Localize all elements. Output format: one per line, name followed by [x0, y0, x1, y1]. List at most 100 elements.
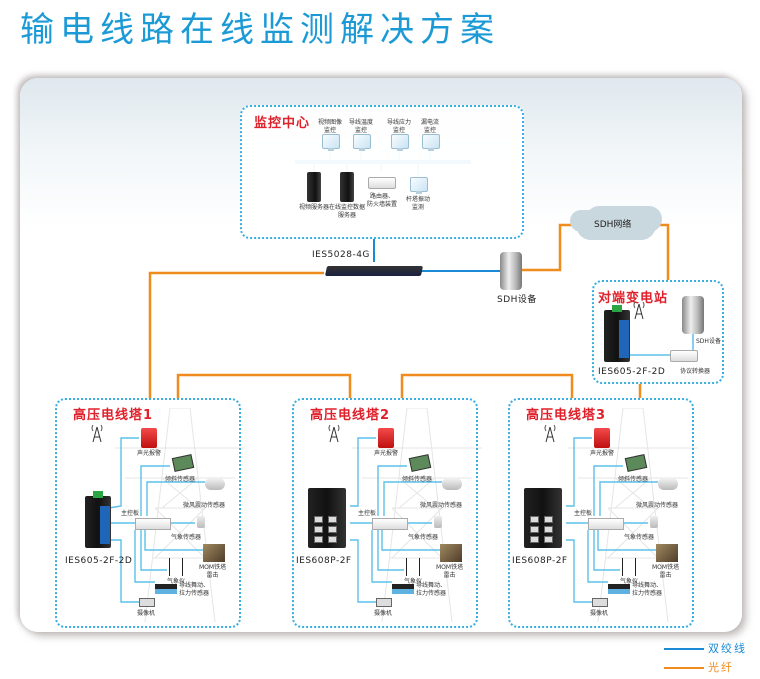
device-label: 视频服务器	[298, 204, 329, 211]
breeze-vibration-label: 微风震动传感器	[183, 502, 226, 509]
gallop-tension-sensor-icon	[155, 584, 177, 594]
alarm-label: 声光报警	[137, 450, 162, 457]
monitor-icon	[322, 134, 340, 151]
alarm-label: 声光报警	[374, 450, 399, 457]
alarm-icon	[594, 428, 610, 448]
camera-label: 摄像机	[374, 610, 393, 617]
camera-icon	[376, 598, 392, 607]
gallop-tension-sensor-icon	[608, 584, 630, 594]
gallop-tension-sensor-icon	[392, 584, 414, 594]
breeze-vibration-label: 微风震动传感器	[636, 502, 679, 509]
sdh-network-label: SDH网络	[594, 220, 632, 230]
weather-station-label: 气象仪	[167, 578, 186, 585]
tilt-sensor-label: 倾斜传感器	[402, 476, 433, 483]
tower-switch-icon	[308, 488, 346, 548]
terminal-label: 导线应力监控	[387, 119, 412, 134]
weather-station-icon	[169, 558, 183, 576]
weather-station-label: 气象仪	[404, 578, 423, 585]
weather-station-icon	[406, 558, 420, 576]
main-board-icon	[372, 518, 408, 530]
terminal-label: 漏电流监控	[420, 119, 439, 134]
alarm-label: 声光报警	[590, 450, 615, 457]
lightning-label: MOM铁塔雷击	[436, 564, 464, 579]
page-title: 输电线路在线监测解决方案	[20, 10, 500, 50]
tower-switch-model: IES608P-2F	[296, 556, 352, 566]
camera-label: 摄像机	[137, 610, 156, 617]
tower-links	[108, 437, 205, 603]
antenna-icon	[633, 301, 645, 320]
weather-sensor-icon	[434, 516, 442, 528]
weather-sensor-icon	[197, 516, 205, 528]
gallop-tension-label: 导线舞动、拉力传感器	[179, 582, 210, 597]
sdh-device-icon[interactable]	[500, 252, 522, 290]
substation-sdh-label: SDH设备	[696, 338, 721, 345]
fiber-core-to-tower1	[148, 271, 324, 398]
terminal-label: 导线温度监控	[349, 119, 374, 134]
alarm-icon	[378, 428, 394, 448]
gallop-tension-label: 导线舞动、拉力传感器	[416, 582, 447, 597]
router-icon	[368, 177, 396, 189]
tower-links	[350, 437, 442, 603]
lightning-label: MOM铁塔雷击	[199, 564, 227, 579]
weather-sensor-label: 气象传感器	[408, 534, 439, 541]
tower-switch-icon	[85, 491, 111, 548]
main-board-label: 主控板	[121, 510, 140, 517]
transmission-tower-icon	[568, 408, 698, 622]
breeze-vibration-sensor-icon	[442, 478, 462, 490]
camera-icon	[139, 598, 155, 607]
substation-sdh-icon	[682, 296, 704, 334]
tower-switch-icon	[524, 488, 562, 548]
weather-sensor-icon	[650, 516, 658, 528]
tower-switch-model: IES608P-2F	[512, 556, 568, 566]
monitor-icon	[410, 177, 428, 194]
main-board-label: 主控板	[358, 510, 377, 517]
sdh-device-label: SDH设备	[497, 295, 537, 305]
lightning-photo-icon	[440, 544, 462, 562]
monitoring-center-box	[240, 105, 524, 239]
fiber-tower1-tower2	[176, 373, 352, 398]
monitor-icon	[422, 134, 440, 151]
tower-title: 高压电线塔1	[73, 408, 154, 423]
antenna-icon	[328, 424, 340, 443]
protocol-converter-label: 协议转换器	[680, 368, 711, 375]
tilt-sensor-label: 倾斜传感器	[165, 476, 196, 483]
lightning-label: MOM铁塔雷击	[652, 564, 680, 579]
substation-switch-model: IES605-2F-2D	[598, 367, 666, 377]
main-board-icon	[135, 518, 171, 530]
substation-switch-icon	[604, 305, 630, 362]
terminal-label: 视频图像监控	[318, 119, 343, 134]
substation-title: 对端变电站	[598, 291, 669, 306]
antenna-icon	[544, 424, 556, 443]
main-board-label: 主控板	[574, 510, 593, 517]
lightning-photo-icon	[656, 544, 678, 562]
device-label: 在线监控数据服务器	[328, 204, 365, 219]
lightning-photo-icon	[203, 544, 225, 562]
antenna-icon	[91, 424, 103, 443]
alarm-icon	[141, 428, 157, 448]
camera-icon	[592, 598, 608, 607]
sdh-network-cloud-icon	[576, 210, 656, 240]
weather-sensor-label: 气象传感器	[171, 534, 202, 541]
tower-title: 高压电线塔2	[310, 408, 391, 423]
legend-twisted-pair-line	[664, 648, 704, 650]
protocol-converter-icon	[670, 350, 698, 362]
core-switch-icon[interactable]	[324, 266, 424, 276]
legend-fiber-label: 光纤	[708, 661, 734, 674]
monitor-icon	[391, 134, 409, 151]
weather-sensor-label: 气象传感器	[624, 534, 655, 541]
legend-fiber-line	[664, 667, 704, 669]
camera-label: 摄像机	[590, 610, 609, 617]
weather-station-label: 气象仪	[620, 578, 639, 585]
weather-station-icon	[622, 558, 636, 576]
data-server-icon	[340, 172, 354, 202]
device-label: 杆塔振动监测	[405, 196, 430, 211]
tower-switch-model: IES605-2F-2D	[65, 556, 133, 566]
video-server-icon	[307, 172, 321, 202]
fiber-sdh-to-cloud	[522, 223, 590, 272]
monitoring-center-title: 监控中心	[254, 116, 311, 131]
legend-twisted-pair-label: 双绞线	[708, 642, 747, 655]
tower-links	[566, 437, 658, 603]
fiber-tower2-tower3	[400, 373, 574, 398]
monitor-icon	[353, 134, 371, 151]
tilt-sensor-label: 倾斜传感器	[618, 476, 649, 483]
